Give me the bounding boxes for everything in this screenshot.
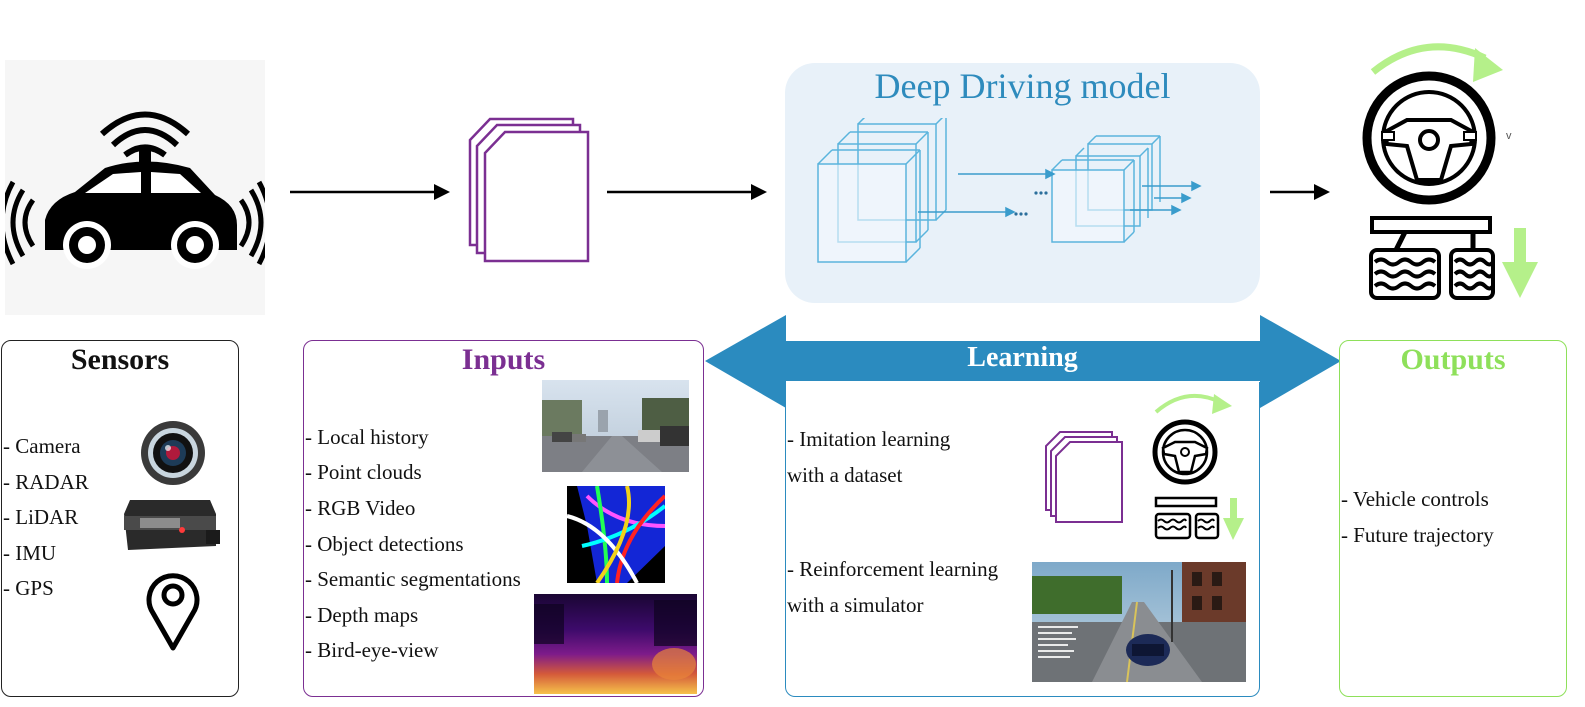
outputs-title: Outputs bbox=[1400, 343, 1506, 376]
learning-title: Learning bbox=[967, 342, 1078, 373]
input-item: - Bird-eye-view bbox=[305, 638, 439, 662]
learning-box: - Imitation learning with a dataset - Re… bbox=[785, 382, 1260, 697]
segmentation-map-image bbox=[567, 486, 665, 583]
sensors-box: Sensors - Camera - RADAR - LiDAR - IMU -… bbox=[1, 340, 239, 697]
flow-arrow bbox=[290, 184, 450, 200]
output-item: - Vehicle controls bbox=[1341, 487, 1489, 511]
stacked-frames-icon bbox=[1045, 431, 1123, 523]
sensor-item: - RADAR bbox=[3, 470, 89, 494]
inputs-title: Inputs bbox=[461, 343, 546, 376]
input-item: - Object detections bbox=[305, 532, 464, 556]
outputs-box: Outputs - Vehicle controls - Future traj… bbox=[1339, 340, 1567, 697]
flow-arrow bbox=[607, 184, 767, 200]
model-title: Deep Driving model bbox=[874, 66, 1171, 106]
sensors-title: Sensors bbox=[70, 343, 170, 376]
input-item: - Point clouds bbox=[305, 460, 422, 484]
depth-map-image bbox=[534, 594, 697, 694]
input-item: - Semantic segmentations bbox=[305, 567, 521, 591]
lidar-device-icon bbox=[124, 500, 220, 550]
small-mark: v bbox=[1506, 130, 1512, 142]
stacked-frames-icon bbox=[468, 117, 590, 263]
input-item: - Local history bbox=[305, 425, 429, 449]
imitation-learning-text: - Imitation learning with a dataset bbox=[787, 421, 950, 493]
sensor-item: - Camera bbox=[3, 434, 81, 458]
deep-driving-model-panel: Deep Driving model bbox=[785, 63, 1260, 303]
reinforcement-learning-text: - Reinforcement learning with a simulato… bbox=[787, 551, 998, 623]
sensor-item: - GPS bbox=[3, 576, 54, 600]
inputs-box: Inputs - Local history - Point clouds - … bbox=[303, 340, 704, 697]
imitation-line-2: with a dataset bbox=[787, 463, 903, 487]
location-pin-icon bbox=[146, 573, 200, 651]
steering-wheel-and-pedals-icon bbox=[1362, 43, 1538, 300]
camera-lens-icon bbox=[141, 421, 205, 485]
reinforcement-line-1: - Reinforcement learning bbox=[787, 557, 999, 581]
driving-simulator-image bbox=[1032, 562, 1246, 682]
learning-double-arrow bbox=[705, 315, 1341, 408]
sensor-item: - IMU bbox=[3, 541, 57, 565]
flow-arrow bbox=[1270, 184, 1330, 200]
cnn-layers-diagram bbox=[817, 118, 1202, 263]
input-item: - RGB Video bbox=[305, 496, 416, 520]
sensor-item: - LiDAR bbox=[3, 505, 79, 529]
input-item: - Depth maps bbox=[305, 603, 419, 627]
autonomous-car-icon bbox=[5, 60, 265, 315]
imitation-line-1: - Imitation learning bbox=[787, 427, 951, 451]
output-item: - Future trajectory bbox=[1341, 523, 1494, 547]
street-photo-image bbox=[542, 380, 689, 472]
steering-wheel-and-pedals-icon bbox=[1152, 394, 1244, 540]
reinforcement-line-2: with a simulator bbox=[787, 593, 924, 617]
